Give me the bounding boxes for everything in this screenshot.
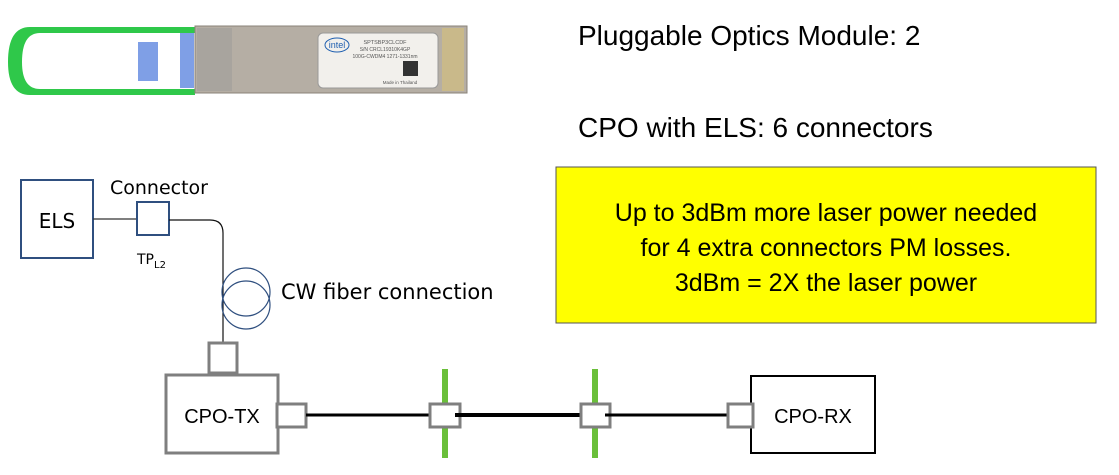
pull-tab-handle xyxy=(8,27,195,95)
qr-code xyxy=(403,61,418,76)
cw-fiber-label: CW fiber connection xyxy=(281,280,494,304)
els-connector xyxy=(136,201,170,236)
tx-laser-input-connector xyxy=(207,341,239,375)
rx-input-connector xyxy=(726,402,755,429)
laser-power-callout xyxy=(555,166,1097,324)
serial-number: S/N CRCL19310K4GP xyxy=(360,47,411,53)
part-number: SPTSBP3CLCDF xyxy=(363,40,407,46)
module-spec: 100G-CWDM4 1271-1331nm xyxy=(352,54,417,60)
pull-tab-latch xyxy=(138,42,158,81)
tx-output-connector xyxy=(275,402,308,429)
cpo-tx-label: CPO-TX xyxy=(184,406,260,428)
callout-line-2: for 4 extra connectors PM losses. xyxy=(641,234,1012,262)
brand-logo: intel xyxy=(329,40,346,50)
pluggable-count-heading: Pluggable Optics Module: 2 xyxy=(578,20,920,51)
callout-line-3: 3dBm = 2X the laser power xyxy=(675,269,977,297)
module-origin: Made in Thailand xyxy=(383,80,418,85)
tp-label: TPL2 xyxy=(136,252,166,271)
cpo-rx-label: CPO-RX xyxy=(774,406,852,428)
cw-fiber xyxy=(169,219,224,342)
connector-label: Connector xyxy=(110,177,208,199)
fiber-coil-icon xyxy=(221,267,271,317)
els-label: ELS xyxy=(39,209,75,233)
cpo-rx-box xyxy=(750,375,876,454)
cpo-connector-count-heading: CPO with ELS: 6 connectors xyxy=(578,112,933,143)
pluggable-module-photo: intel SPTSBP3CLCDF S/N CRCL19310K4GP 100… xyxy=(8,25,468,95)
callout-line-1: Up to 3dBm more laser power needed xyxy=(615,199,1037,227)
